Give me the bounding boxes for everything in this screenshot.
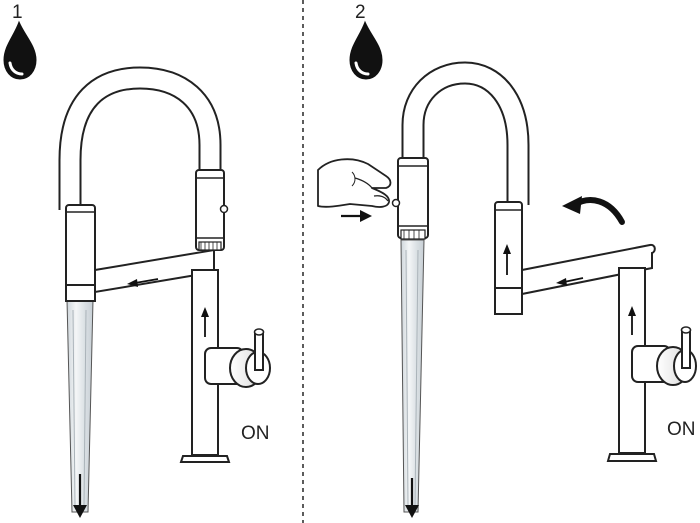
faucet-left-tube — [494, 201, 523, 315]
water-stream — [400, 239, 425, 513]
arrow-icon — [628, 306, 636, 335]
arrow-icon — [201, 307, 209, 337]
arrow-icon — [405, 478, 419, 518]
step-1-panel: 1 — [3, 2, 271, 518]
arrow-icon — [127, 278, 159, 287]
spray-head — [195, 169, 229, 251]
hand-pressing-button-icon — [317, 158, 392, 208]
step-1-on-label: ON — [241, 423, 270, 444]
spray-head — [391, 157, 429, 240]
faucet-hose — [58, 66, 222, 210]
arrow-icon — [503, 244, 511, 275]
faucet-hose — [401, 61, 530, 205]
mixer-lever — [631, 326, 697, 386]
step-2-number: 2 — [355, 2, 366, 23]
curved-rotate-arrow-icon — [562, 196, 625, 225]
step-2-panel: 2 — [317, 2, 697, 518]
water-drop-icon — [3, 20, 37, 80]
arrow-icon — [556, 277, 584, 286]
mixer-lever — [204, 328, 271, 388]
faucet-horizontal-bar — [494, 243, 656, 315]
step-1-number: 1 — [12, 2, 23, 23]
arrow-icon — [73, 474, 87, 518]
water-drop-icon — [349, 20, 383, 80]
arrow-icon — [341, 210, 372, 222]
step-2-on-label: ON — [667, 419, 696, 440]
